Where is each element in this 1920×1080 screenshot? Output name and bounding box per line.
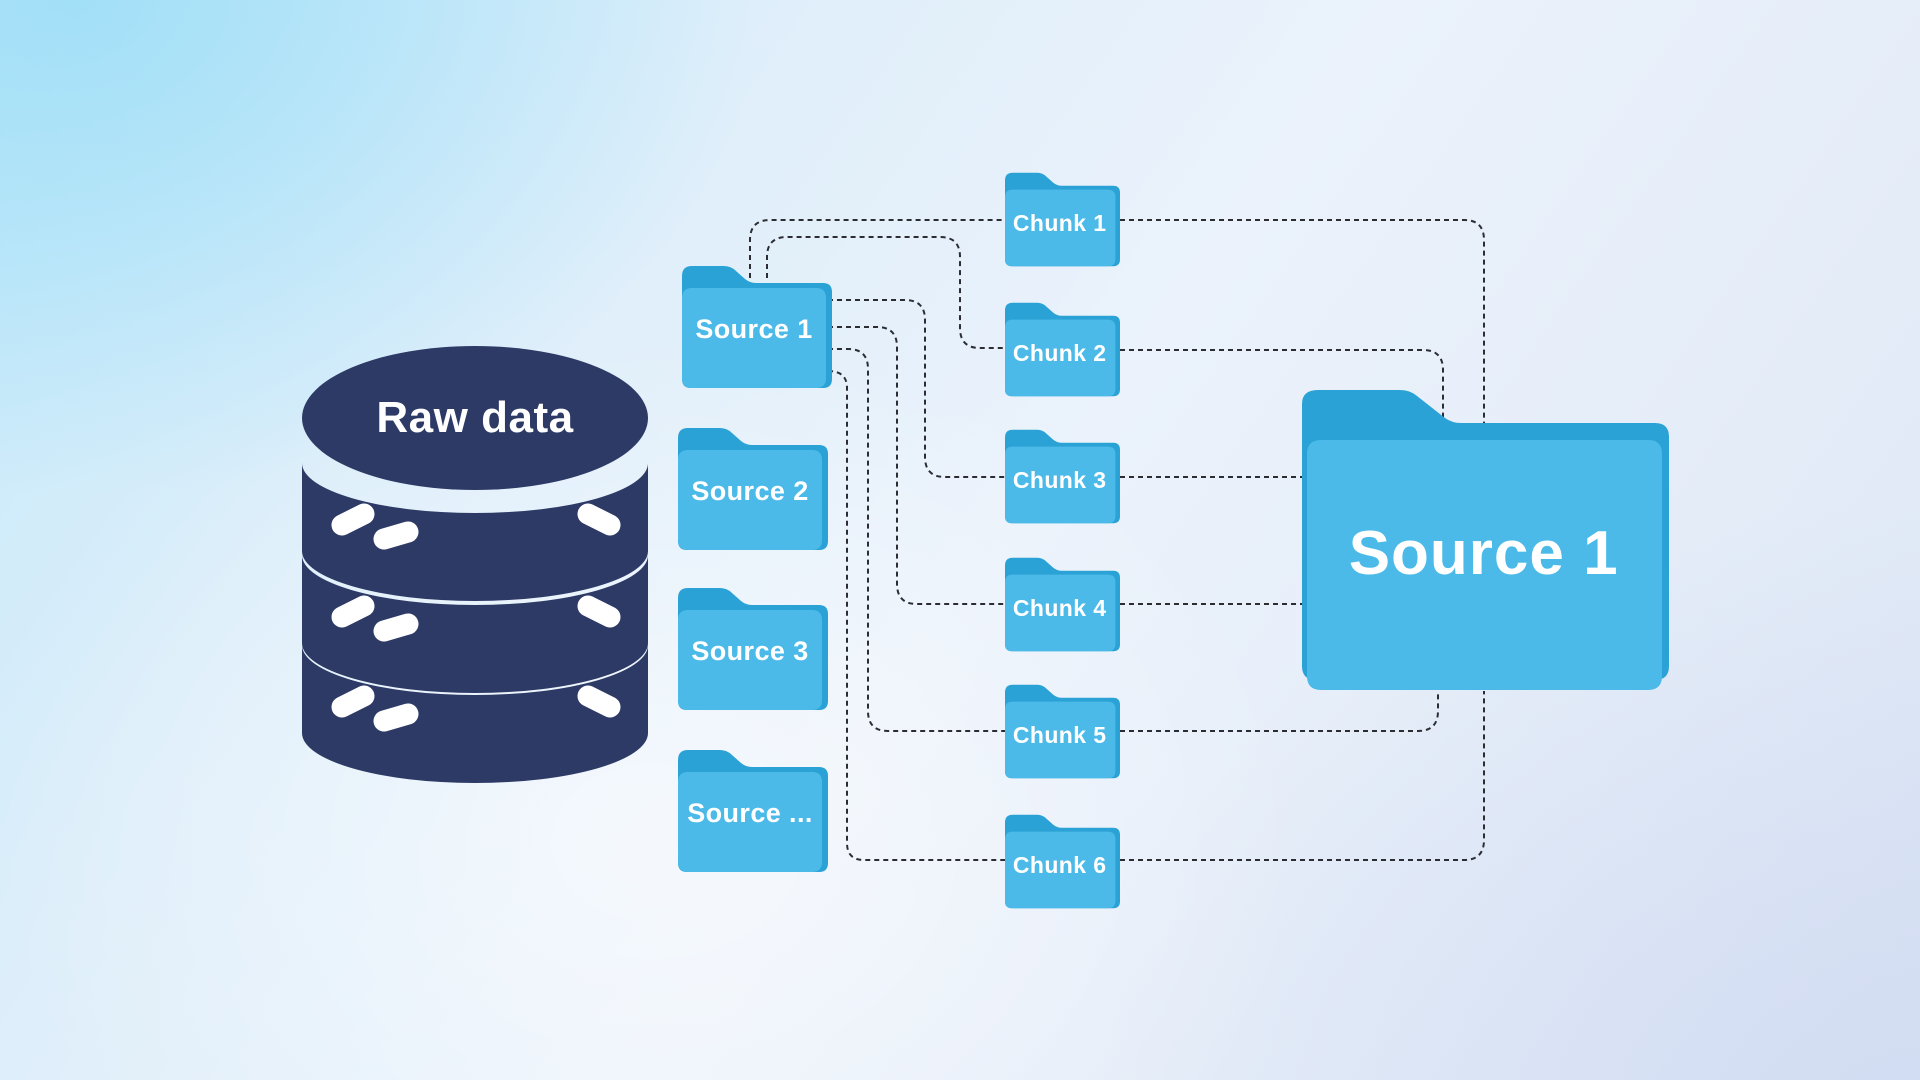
connector-source1-chunk3 (828, 299, 1005, 478)
database-icon (302, 346, 648, 783)
source-folder-etc-label: Source ... (687, 798, 813, 829)
source-folder-1-label: Source 1 (695, 314, 813, 345)
source-folder-2: Source 2 (678, 428, 828, 550)
connector-source1-chunk4 (828, 326, 1005, 605)
connector-chunk2-output (1120, 349, 1444, 418)
source-folder-2-label: Source 2 (691, 476, 809, 507)
output-folder-label: Source 1 (1348, 519, 1619, 588)
chunk-folder-3: Chunk 3 (1005, 429, 1120, 524)
chunk-folder-3-label: Chunk 3 (1012, 466, 1107, 493)
database-band3-dashes (331, 685, 621, 732)
chunk-folder-5-label: Chunk 5 (1012, 721, 1107, 748)
source-folder-etc: Source ... (678, 750, 828, 872)
chunk-folder-6-label: Chunk 6 (1012, 851, 1107, 878)
source-folder-3-label: Source 3 (691, 636, 809, 667)
chunk-folder-2-label: Chunk 2 (1012, 339, 1107, 366)
connector-chunk6-output (1120, 691, 1485, 861)
database-label: Raw data (376, 393, 574, 442)
output-folder: Source 1 (1302, 390, 1669, 690)
source-folder-1: Source 1 (682, 266, 832, 388)
chunk-folder-1: Chunk 1 (1005, 172, 1120, 267)
connector-source1-chunk5 (828, 348, 1005, 732)
connector-source1-chunk6 (827, 370, 1005, 861)
chunk-folder-5: Chunk 5 (1005, 684, 1120, 779)
chunk-folder-2: Chunk 2 (1005, 302, 1120, 397)
connector-chunk5-output (1120, 691, 1439, 732)
chunk-folder-4-label: Chunk 4 (1012, 594, 1107, 621)
chunk-folder-1-label: Chunk 1 (1012, 209, 1107, 236)
connector-source1-chunk1 (749, 219, 1005, 278)
connector-source1-chunk2 (766, 236, 1005, 349)
connector-chunk1-output (1120, 219, 1485, 424)
chunk-folder-4: Chunk 4 (1005, 557, 1120, 652)
chunk-folder-6: Chunk 6 (1005, 814, 1120, 909)
raw-data-database: Raw data (302, 345, 648, 795)
source-folder-3: Source 3 (678, 588, 828, 710)
database-band2-dashes (331, 595, 621, 642)
database-band1-dashes (331, 503, 621, 550)
